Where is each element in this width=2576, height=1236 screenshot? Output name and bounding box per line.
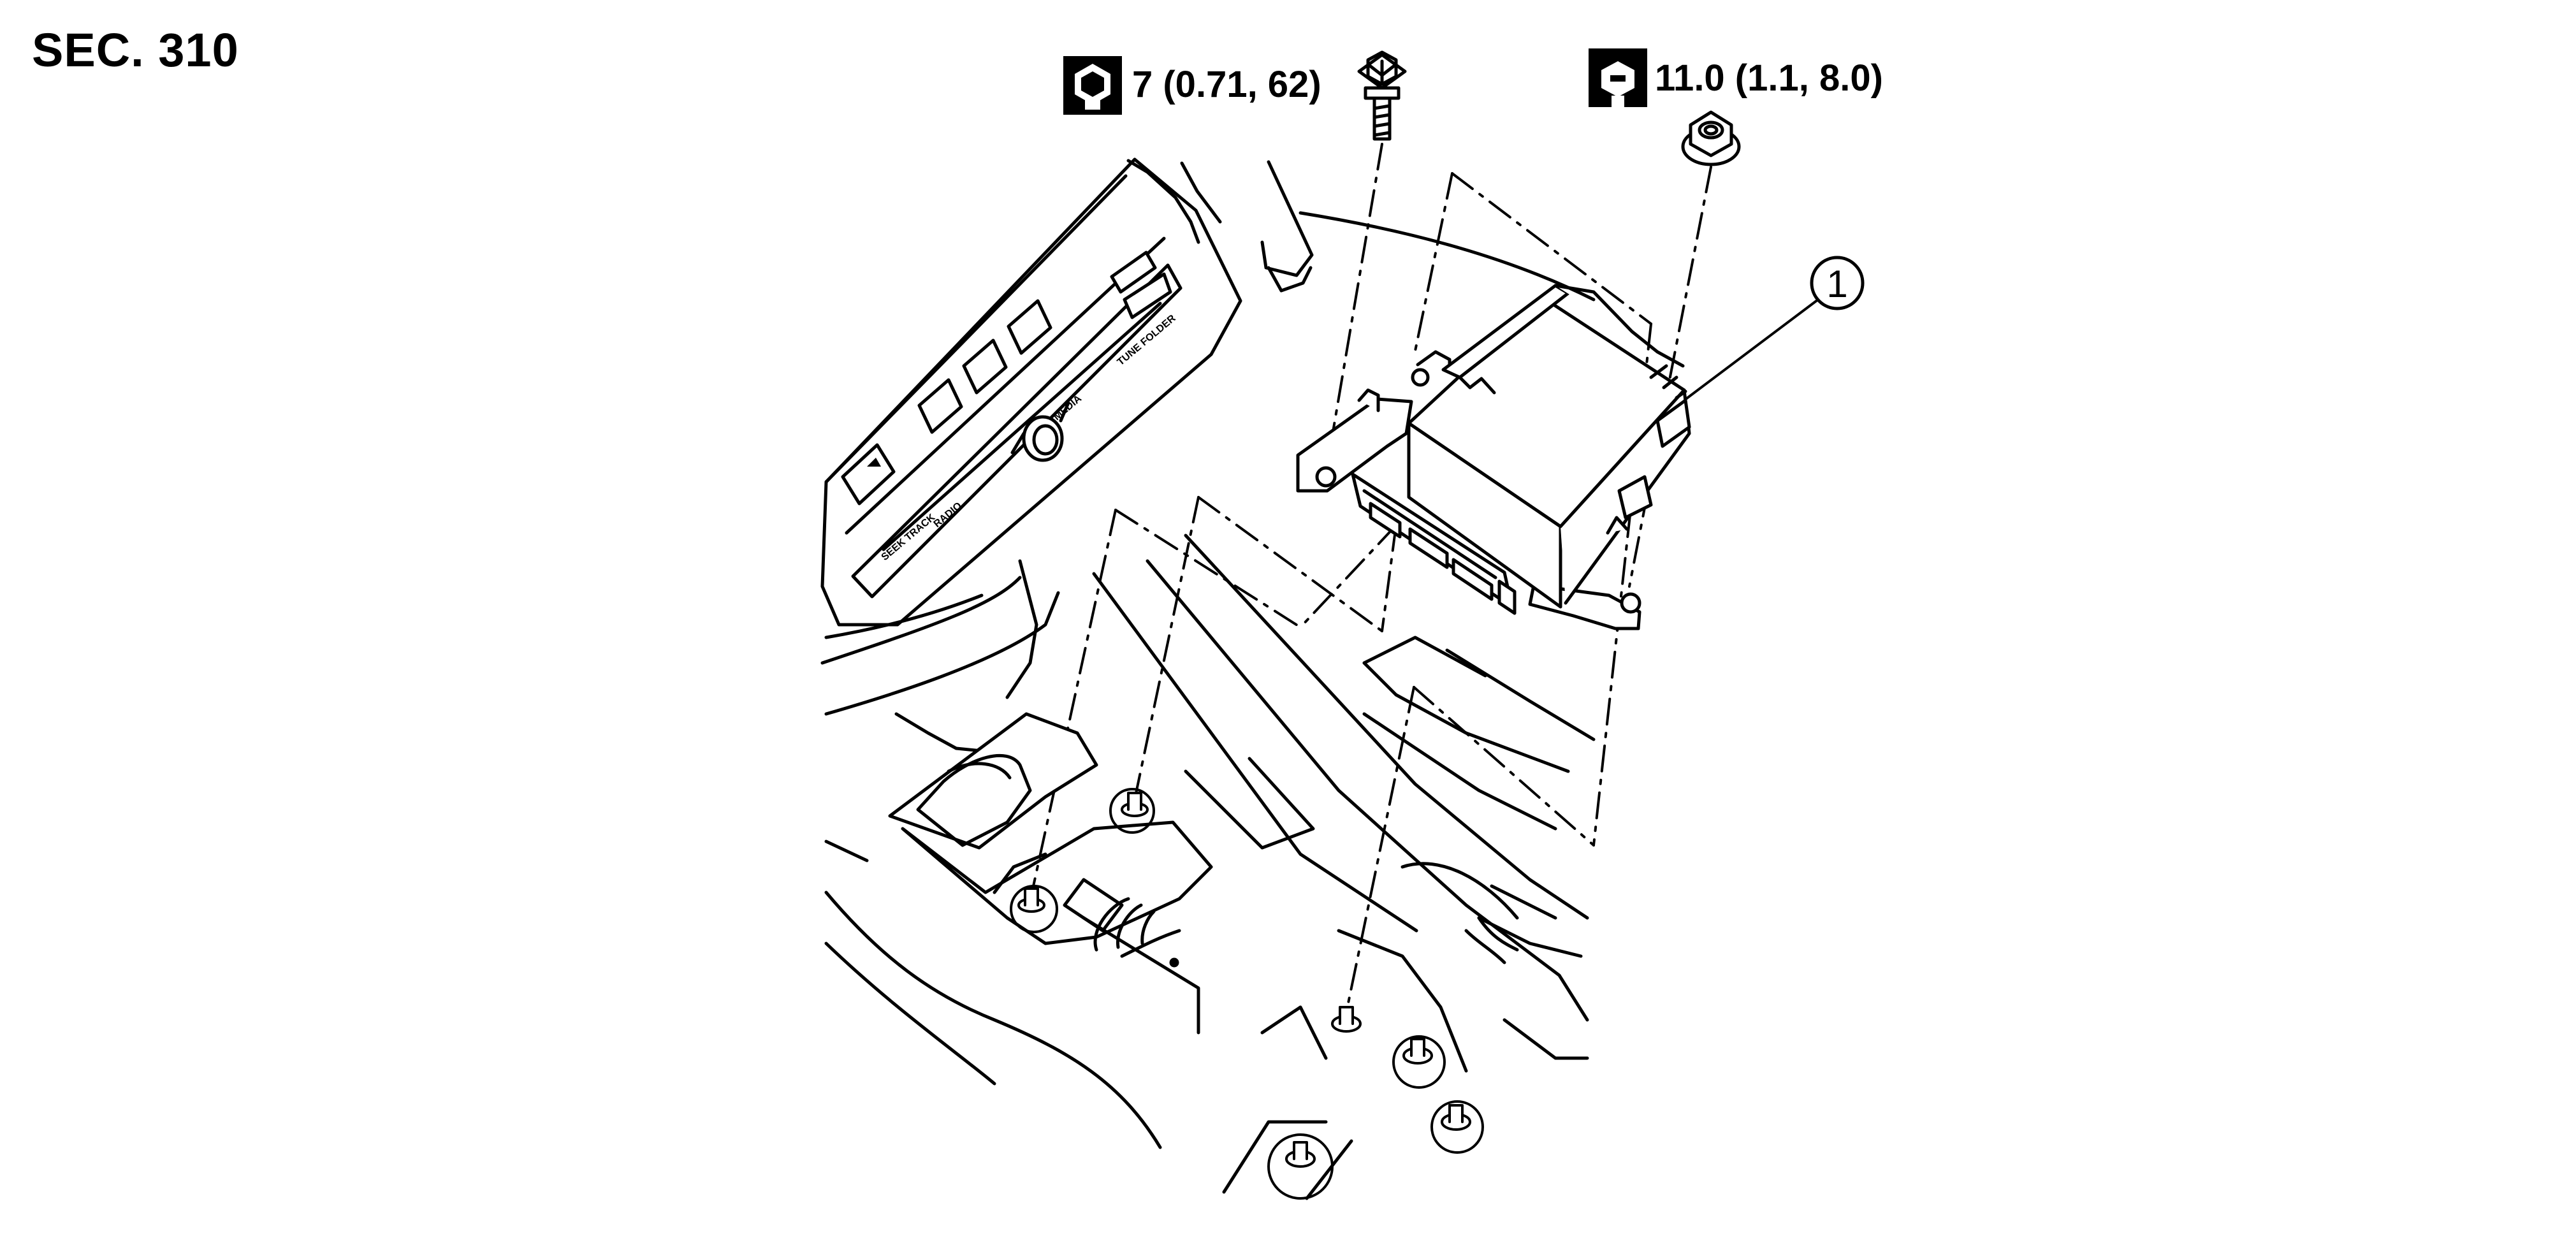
flange-nut-icon (1681, 110, 1741, 166)
stud-6 (1285, 1141, 1316, 1168)
center-console (820, 534, 1596, 1200)
callout-1: 1 (1678, 256, 1865, 405)
bolt-torque-value: 7 (0.71, 62) (1132, 64, 1321, 105)
callout-number: 1 (1826, 263, 1847, 305)
nut-torque-spec: 11.0 (1.1, 8.0) (1589, 48, 1883, 166)
audio-head-unit: RADIO MEDIA SEEK TRACK TUNE FOLDER (820, 157, 1314, 627)
nut-torque-value: 11.0 (1.1, 8.0) (1655, 57, 1883, 99)
stud-2 (1121, 792, 1149, 817)
torque-nut-wrench-icon (1589, 48, 1647, 107)
bolt-icon (1357, 50, 1407, 141)
stud-3 (1331, 1006, 1362, 1033)
section-label: SEC. 310 (32, 24, 239, 76)
outer-console-arc (1299, 211, 1596, 302)
stud-4 (1402, 1038, 1433, 1065)
preset-buttons (841, 251, 1172, 505)
stud-1 (1017, 887, 1045, 913)
volume-knob (1010, 401, 1070, 462)
mounting-studs (1010, 788, 1484, 1200)
bolt-torque-spec: 7 (0.71, 62) (1063, 50, 1407, 141)
torque-wrench-icon (1063, 56, 1122, 115)
stud-5 (1441, 1104, 1471, 1131)
control-unit-module (1296, 284, 1691, 630)
